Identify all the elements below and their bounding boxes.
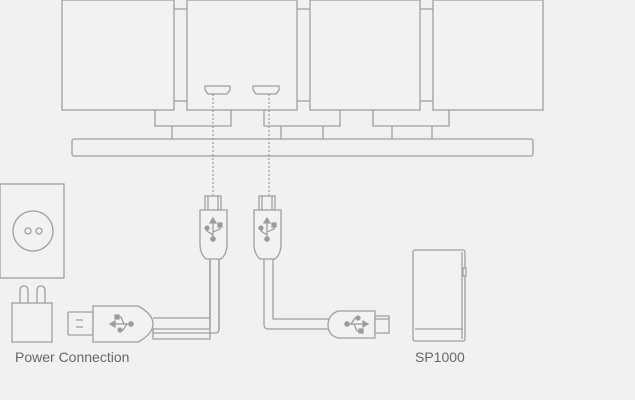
power-adapter (11, 285, 53, 343)
usb-cable-device (253, 195, 390, 339)
unit-2 (186, 0, 298, 111)
usb-port-1 (204, 85, 231, 95)
usb-port-2 (252, 85, 280, 95)
unit-3 (309, 0, 421, 111)
stand-brackets (154, 110, 450, 139)
sp1000-label: SP1000 (415, 349, 465, 365)
base-stand (71, 138, 534, 157)
unit-connectors (174, 8, 433, 102)
usb-cable-power (67, 195, 228, 343)
unit-1 (61, 0, 175, 111)
power-connection-label: Power Connection (15, 349, 130, 365)
unit-4 (432, 0, 544, 111)
wall-outlet (0, 183, 65, 279)
sp1000-player (412, 249, 467, 342)
